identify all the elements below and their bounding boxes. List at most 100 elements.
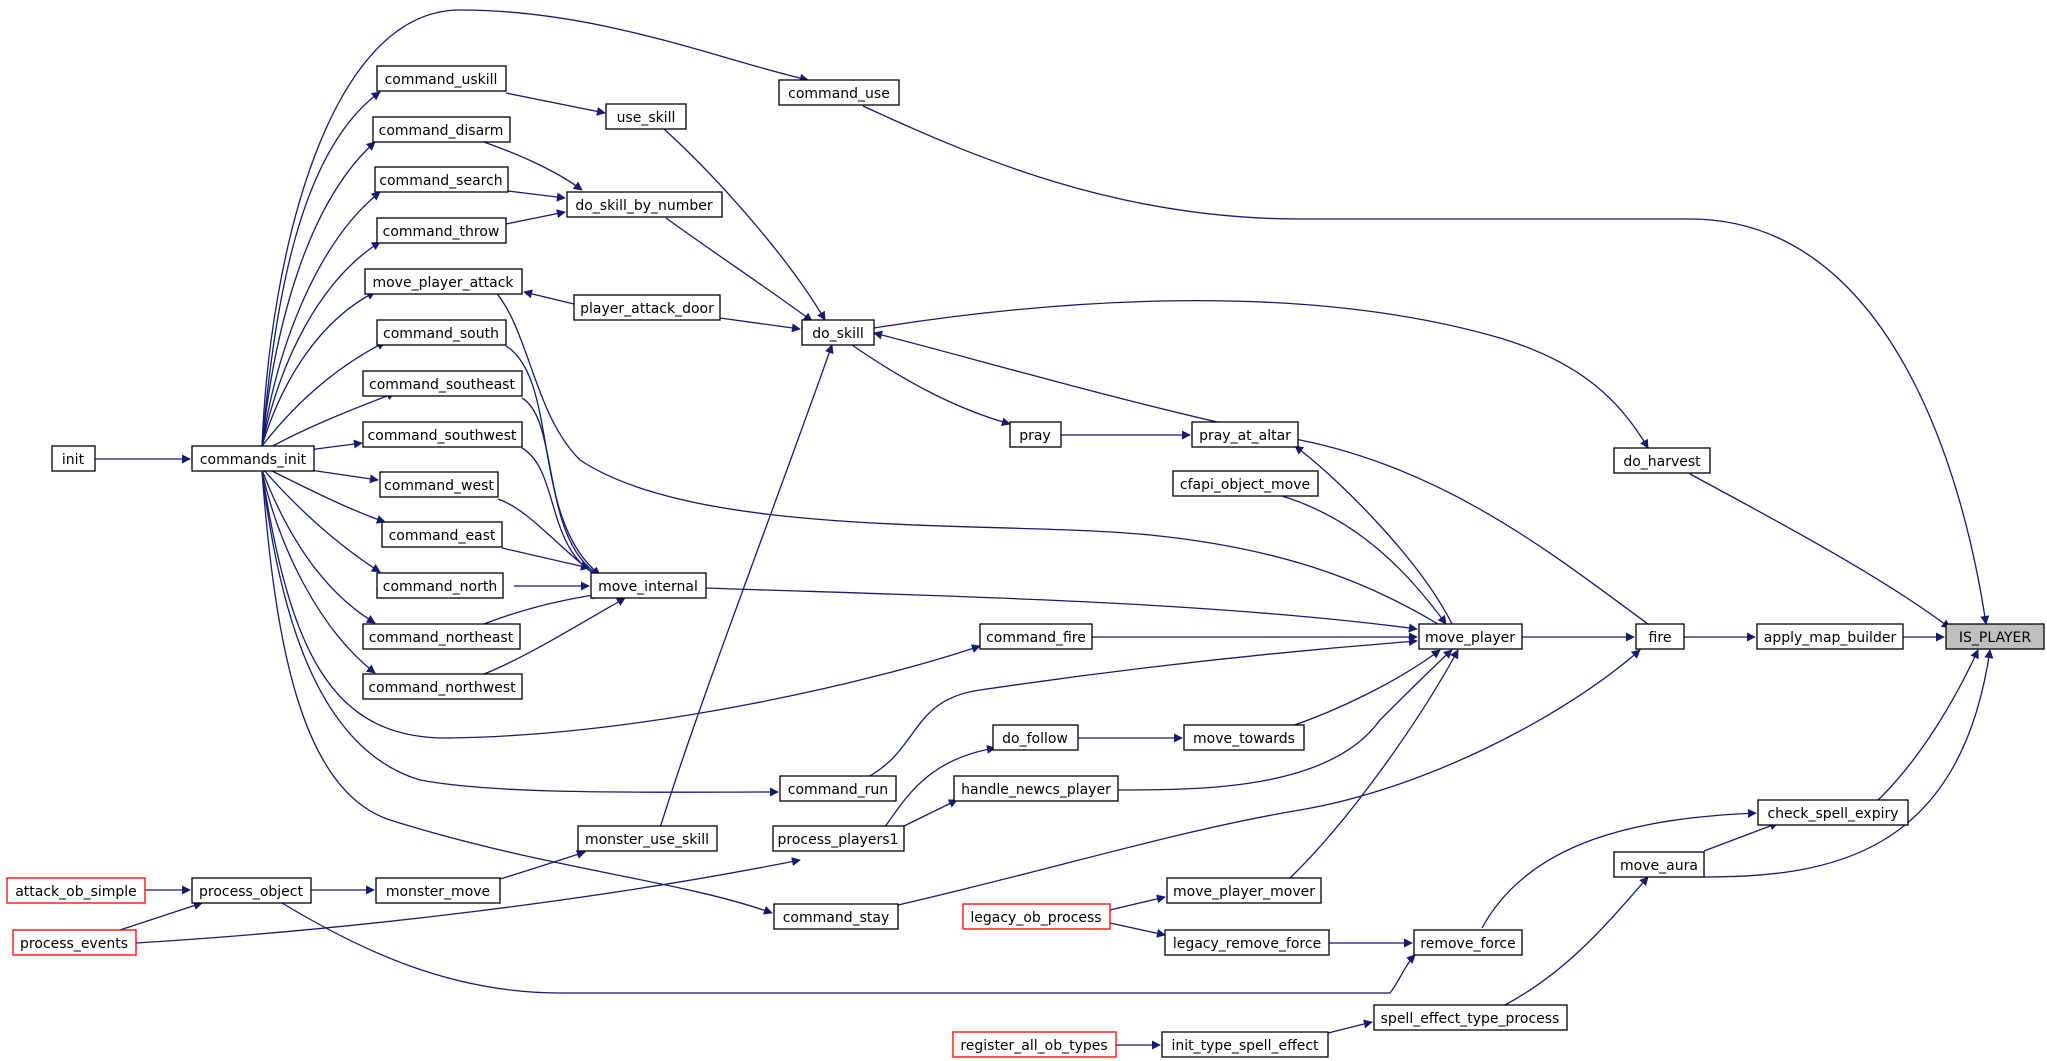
edge-cfapi_object_move-move_player bbox=[1281, 495, 1447, 625]
node-do_harvest[interactable]: do_harvest bbox=[1613, 447, 1711, 474]
node-pray[interactable]: pray bbox=[1009, 421, 1062, 448]
node-label: IS_PLAYER bbox=[1959, 630, 2031, 646]
edge-commands_init-command_run bbox=[261, 471, 779, 797]
edge-monster_use_skill-do_skill bbox=[659, 344, 834, 829]
node-command_east[interactable]: command_east bbox=[381, 521, 503, 548]
edge-commands_init-command_throw bbox=[261, 241, 381, 447]
edge-process_events-process_players1 bbox=[135, 857, 801, 944]
node-fire[interactable]: fire bbox=[1635, 623, 1685, 650]
node-label: pray bbox=[1019, 428, 1051, 444]
edge-commands_init-command_south bbox=[261, 341, 386, 447]
node-label: player_attack_door bbox=[580, 301, 714, 317]
node-init[interactable]: init bbox=[51, 445, 96, 472]
node-label: commands_init bbox=[200, 452, 307, 468]
node-monster_use_skill[interactable]: monster_use_skill bbox=[577, 825, 718, 852]
node-move_towards[interactable]: move_towards bbox=[1183, 724, 1305, 751]
node-pray_at_altar[interactable]: pray_at_altar bbox=[1191, 421, 1299, 448]
edge-commands_init-command_uskill bbox=[261, 91, 381, 447]
node-attack_ob_simple[interactable]: attack_ob_simple bbox=[6, 877, 146, 904]
edge-handle_newcs_player-move_player bbox=[1117, 649, 1453, 791]
node-apply_map_builder[interactable]: apply_map_builder bbox=[1756, 623, 1904, 650]
node-command_throw[interactable]: command_throw bbox=[376, 217, 507, 244]
edge-commands_init-command_northwest bbox=[261, 471, 376, 674]
node-command_fire[interactable]: command_fire bbox=[979, 623, 1093, 650]
node-command_south[interactable]: command_south bbox=[376, 319, 507, 346]
node-label: move_towards bbox=[1193, 731, 1295, 747]
node-label: command_disarm bbox=[379, 123, 504, 139]
node-do_skill_by_number[interactable]: do_skill_by_number bbox=[566, 191, 723, 218]
node-command_north[interactable]: command_north bbox=[376, 572, 504, 599]
node-legacy_ob_process[interactable]: legacy_ob_process bbox=[962, 903, 1111, 930]
node-label: move_player_attack bbox=[372, 275, 514, 291]
node-label: init_type_spell_effect bbox=[1171, 1038, 1319, 1054]
node-command_southwest[interactable]: command_southwest bbox=[362, 421, 523, 448]
node-check_spell_expiry[interactable]: check_spell_expiry bbox=[1757, 799, 1909, 826]
edge-move_towards-move_player bbox=[1285, 649, 1441, 729]
node-monster_move[interactable]: monster_move bbox=[375, 877, 501, 904]
edge-commands_init-command_search bbox=[261, 191, 381, 447]
node-label: command_southwest bbox=[368, 428, 517, 444]
node-move_player_mover[interactable]: move_player_mover bbox=[1166, 877, 1322, 904]
node-command_northwest[interactable]: command_northwest bbox=[362, 673, 523, 700]
node-command_northeast[interactable]: command_northeast bbox=[362, 623, 521, 650]
edge-commands_init-command_fire bbox=[261, 471, 981, 739]
node-label: command_north bbox=[383, 579, 497, 595]
node-label: command_east bbox=[389, 528, 496, 544]
node-process_events[interactable]: process_events bbox=[12, 929, 137, 956]
node-label: command_fire bbox=[986, 630, 1086, 646]
node-move_internal[interactable]: move_internal bbox=[590, 572, 707, 599]
node-label: fire bbox=[1649, 630, 1672, 646]
node-move_aura[interactable]: move_aura bbox=[1613, 851, 1705, 878]
node-label: check_spell_expiry bbox=[1767, 806, 1898, 822]
node-handle_newcs_player[interactable]: handle_newcs_player bbox=[953, 775, 1119, 802]
node-remove_force[interactable]: remove_force bbox=[1413, 929, 1523, 956]
node-commands_init[interactable]: commands_init bbox=[191, 445, 315, 472]
node-spell_effect_type_process[interactable]: spell_effect_type_process bbox=[1373, 1004, 1568, 1031]
node-label: cfapi_object_move bbox=[1180, 477, 1310, 493]
node-legacy_remove_force[interactable]: legacy_remove_force bbox=[1164, 929, 1330, 956]
node-label: pray_at_altar bbox=[1199, 428, 1291, 444]
node-label: legacy_ob_process bbox=[970, 910, 1101, 926]
edge-legacy_ob_process-legacy_remove_force bbox=[1109, 922, 1166, 938]
node-label: move_player bbox=[1425, 630, 1515, 646]
node-command_stay[interactable]: command_stay bbox=[773, 903, 899, 930]
node-command_run[interactable]: command_run bbox=[779, 775, 897, 802]
node-command_search[interactable]: command_search bbox=[374, 166, 509, 193]
node-label: do_follow bbox=[1002, 731, 1068, 747]
edge-move_player-move_player_attack bbox=[485, 281, 1439, 625]
node-command_uskill[interactable]: command_uskill bbox=[376, 65, 507, 92]
node-player_attack_door[interactable]: player_attack_door bbox=[573, 294, 721, 321]
node-register_all_ob_types[interactable]: register_all_ob_types bbox=[952, 1031, 1117, 1058]
node-cfapi_object_move[interactable]: cfapi_object_move bbox=[1172, 470, 1319, 497]
node-label: command_search bbox=[379, 173, 502, 189]
node-use_skill[interactable]: use_skill bbox=[605, 103, 687, 130]
edge-command_northwest-move_internal bbox=[483, 597, 626, 675]
edge-do_harvest-IS_PLAYER bbox=[1689, 473, 1951, 629]
node-command_west[interactable]: command_west bbox=[379, 471, 499, 498]
node-process_players1[interactable]: process_players1 bbox=[772, 825, 905, 852]
node-move_player_attack[interactable]: move_player_attack bbox=[364, 268, 523, 295]
node-process_object[interactable]: process_object bbox=[191, 877, 312, 904]
node-do_skill[interactable]: do_skill bbox=[801, 319, 875, 346]
edge-command_uskill-use_skill bbox=[505, 92, 606, 116]
node-label: move_player_mover bbox=[1173, 884, 1315, 900]
node-move_player[interactable]: move_player bbox=[1418, 623, 1523, 650]
node-IS_PLAYER[interactable]: IS_PLAYER bbox=[1945, 623, 2045, 650]
node-label: command_use bbox=[788, 86, 890, 102]
node-command_use[interactable]: command_use bbox=[778, 79, 900, 106]
node-label: spell_effect_type_process bbox=[1381, 1011, 1560, 1027]
edge-process_object-remove_force bbox=[281, 902, 1416, 994]
edge-player_attack_door-move_player_attack bbox=[523, 289, 575, 305]
node-command_southeast[interactable]: command_southeast bbox=[362, 370, 523, 397]
edge-command_stay-fire bbox=[897, 649, 1641, 906]
edge-do_skill_by_number-do_skill bbox=[665, 217, 813, 322]
node-label: command_south bbox=[383, 326, 499, 342]
node-init_type_spell_effect[interactable]: init_type_spell_effect bbox=[1161, 1031, 1329, 1058]
node-do_follow[interactable]: do_follow bbox=[992, 724, 1079, 751]
node-command_disarm[interactable]: command_disarm bbox=[372, 116, 511, 143]
edge-process_events-process_object bbox=[119, 901, 203, 931]
node-label: process_object bbox=[199, 884, 303, 900]
edge-do_skill-do_harvest bbox=[873, 300, 1649, 449]
node-label: attack_ob_simple bbox=[15, 884, 137, 900]
edge-commands_init-command_disarm bbox=[261, 141, 376, 447]
